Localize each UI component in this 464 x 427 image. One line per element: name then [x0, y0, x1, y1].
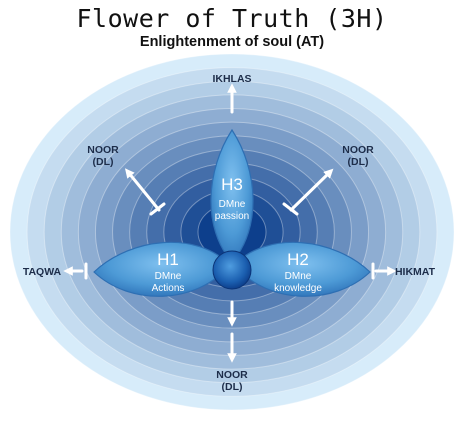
petal-h2-line1: DMne: [285, 271, 312, 282]
flower-center: [212, 250, 252, 290]
label-bottom-2: (DL): [222, 381, 243, 393]
label-right: HIKMAT: [395, 266, 436, 278]
diagram-title: Flower of Truth (3H): [76, 4, 388, 33]
tick-upper-right: [282, 202, 299, 216]
arrow-upper-left: [124, 168, 161, 212]
petal-h3-line2: passion: [215, 211, 249, 222]
label-bottom-1: NOOR: [216, 369, 248, 381]
diagram-subtitle: Enlightenment of soul (AT): [139, 34, 325, 50]
arrow-upper-right: [289, 168, 334, 212]
petal-h3-title: H3: [221, 175, 243, 194]
label-upper-left-2: (DL): [93, 156, 114, 168]
petal-h3-line1: DMne: [219, 199, 246, 210]
petal-h2-line2: knowledge: [274, 283, 322, 294]
label-upper-right-2: (DL): [348, 156, 369, 168]
petal-h1-line1: DMne: [155, 271, 182, 282]
petal-h2-title: H2: [287, 250, 309, 269]
label-upper-right-1: NOOR: [342, 144, 374, 156]
label-upper-left-1: NOOR: [87, 144, 119, 156]
petal-h1-title: H1: [157, 250, 179, 269]
label-top: IKHLAS: [212, 73, 251, 85]
tick-upper-left: [149, 202, 166, 216]
petal-h1-line2: Actions: [152, 283, 185, 294]
label-left: TAQWA: [23, 266, 62, 278]
